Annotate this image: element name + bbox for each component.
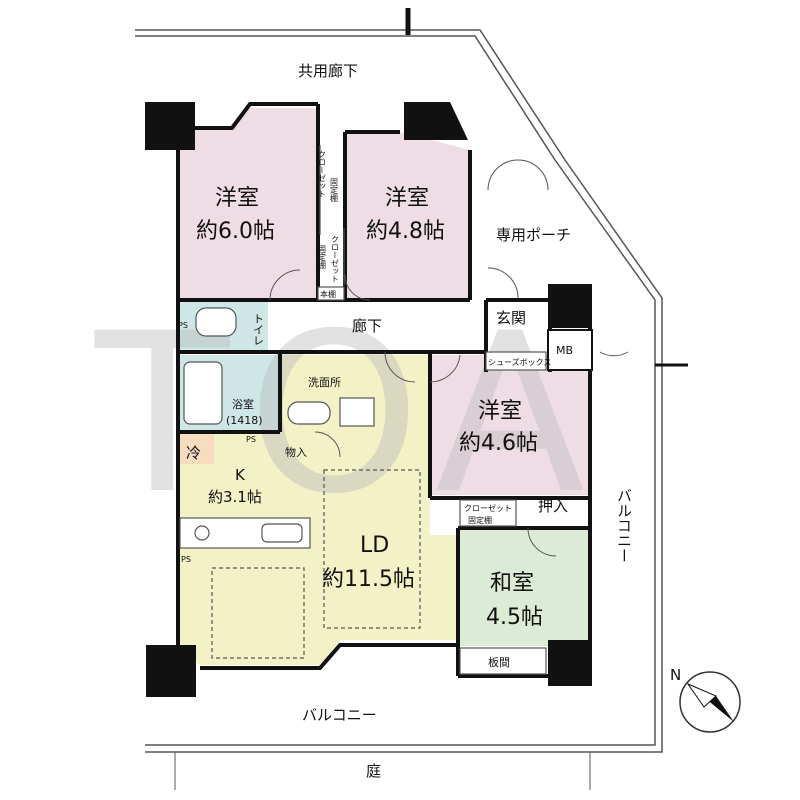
garden-lines: [174, 752, 591, 790]
label-balcony-side: バルコニー: [615, 488, 633, 563]
label-ld-area: 約11.5帖: [322, 567, 415, 592]
label-room-46-area: 約4.6帖: [459, 431, 538, 456]
label-kitchen: K: [235, 466, 246, 484]
stove: [194, 525, 210, 541]
label-balcony-bottom: バルコニー: [302, 706, 377, 724]
column-bottom-right: [548, 640, 592, 686]
north-arrow: N: [670, 666, 741, 733]
kitchen-counter: [179, 517, 311, 549]
label-common-corridor: 共用廊下: [298, 62, 358, 80]
room-washitsu: [458, 528, 588, 646]
label-bath-size: (1418): [226, 414, 263, 427]
washing-machine: [339, 397, 375, 427]
room-western-46: [430, 355, 590, 495]
label-entrance: 玄関: [496, 309, 526, 327]
label-closet-h: クローゼット: [464, 503, 512, 513]
label-toilet: トイレ: [252, 313, 265, 346]
column-mb: [547, 329, 593, 371]
label-room-48: 洋室: [385, 186, 429, 211]
column-top-left: [145, 102, 195, 150]
room-western-48: [345, 132, 470, 300]
label-itama: 板間: [488, 655, 510, 669]
label-room-46: 洋室: [478, 399, 522, 424]
fixtures: [179, 145, 547, 675]
label-room-6-area: 約6.0帖: [196, 219, 275, 244]
label-garden: 庭: [366, 762, 381, 780]
label-closet-v1: クローゼット: [318, 150, 327, 198]
closet-h-box: [459, 499, 517, 527]
column-bottom-left: [146, 645, 196, 697]
north-label: N: [670, 666, 681, 684]
column-mid-right: [548, 284, 592, 328]
sink: [261, 523, 303, 543]
exterior-lines: [135, 8, 688, 753]
labels: 共用廊下 洋室 約6.0帖 洋室 約4.8帖 専用ポーチ クローゼット 固定棚 …: [178, 62, 633, 780]
label-shelf-v2: 固定棚: [318, 245, 327, 270]
itama-box: [459, 647, 547, 675]
label-shelf-h: 固定棚: [468, 515, 492, 525]
label-ps-2: PS: [246, 435, 256, 444]
bathtub: [183, 361, 223, 425]
label-porch: 専用ポーチ: [496, 226, 571, 244]
room-fridge: [180, 434, 214, 464]
columns: [145, 102, 593, 697]
label-bath: 浴室: [232, 397, 254, 411]
label-washitsu-area: 4.5帖: [486, 605, 543, 630]
label-oshiire: 押入: [538, 497, 568, 515]
label-shoebox: シューズボックス: [488, 357, 551, 367]
label-storage: 物入: [285, 445, 307, 459]
label-mb: MB: [556, 344, 573, 357]
label-closet-v2: クローゼット: [331, 235, 340, 283]
shoebox-box: [485, 351, 547, 371]
bookshelf-box: [317, 286, 345, 301]
column-top-mid: [404, 102, 468, 140]
label-bookshelf: 本棚: [320, 289, 336, 299]
label-ps-3: PS: [181, 555, 191, 564]
table-area-1: [211, 567, 305, 659]
room-western-6: [178, 108, 318, 300]
wash-basin: [287, 401, 331, 425]
label-washroom: 洗面所: [308, 376, 341, 389]
label-fridge: 冷: [186, 444, 201, 462]
label-room-6: 洋室: [215, 186, 259, 211]
label-hallway: 廊下: [352, 317, 382, 335]
table-area-2: [323, 469, 421, 629]
doors: [269, 159, 629, 557]
label-shelf-v1: 固定棚: [330, 178, 339, 203]
toilet-fixture: [195, 307, 237, 337]
label-kitchen-area: 約3.1帖: [208, 488, 262, 506]
label-room-48-area: 約4.8帖: [366, 219, 445, 244]
label-ld: LD: [360, 533, 389, 558]
label-ps-1: PS: [178, 321, 188, 330]
label-washitsu: 和室: [490, 571, 534, 596]
